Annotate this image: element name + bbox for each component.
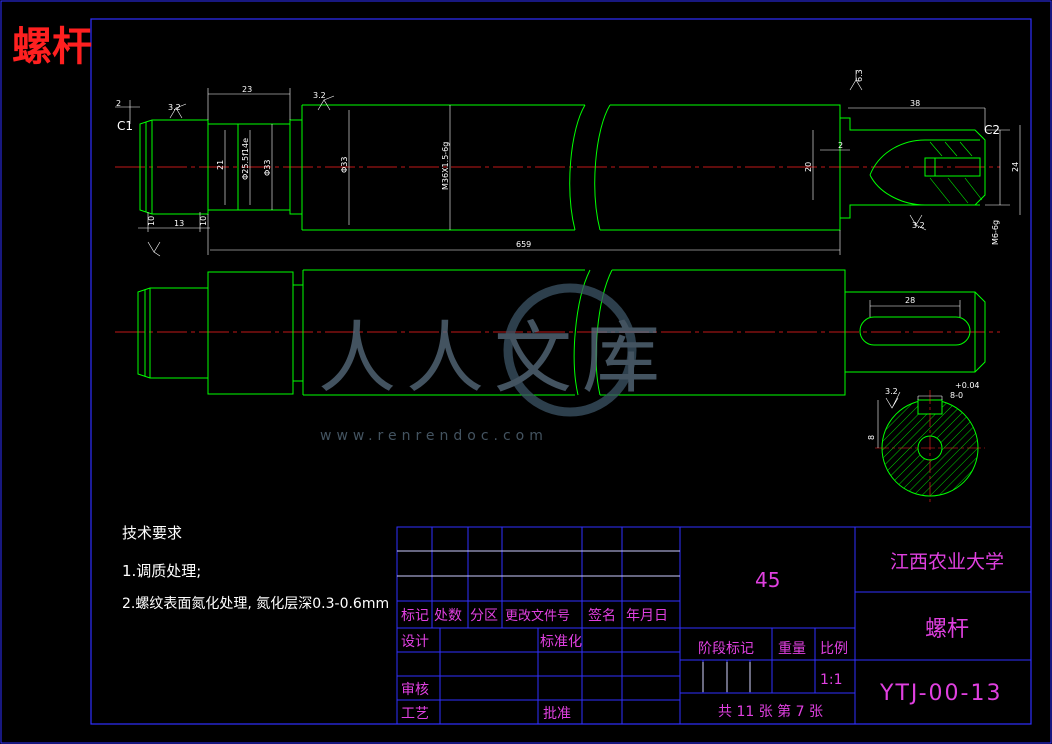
tb-col-nianyueri: 年月日 — [626, 608, 668, 624]
top-hatch — [929, 141, 983, 204]
section-view — [875, 390, 985, 505]
title-block-white-rules — [397, 550, 751, 692]
top-right-end — [840, 117, 986, 219]
sheet-title: 螺杆 — [12, 24, 92, 70]
dim-659: 659 — [516, 240, 531, 249]
dim-10-b: 10 — [199, 216, 208, 226]
top-shaft — [301, 104, 585, 231]
notes-heading: 技术要求 — [122, 524, 182, 542]
dim-m6: M6-6g — [991, 220, 1000, 245]
tb-jieduan: 阶段标记 — [698, 641, 754, 657]
tb-part-name: 螺杆 — [925, 617, 969, 642]
tb-pizhun: 批准 — [543, 706, 571, 722]
dim-20: 20 — [804, 162, 813, 172]
rough-3-2-c: 3.2 — [912, 221, 925, 230]
tb-sheji: 设计 — [401, 634, 429, 650]
dim-28: 28 — [905, 296, 915, 305]
watermark-url: www.renrendoc.com — [320, 428, 548, 444]
tb-col-biaoji: 标记 — [401, 608, 429, 624]
tol-lower: 8-0 — [950, 391, 963, 400]
tol-upper: +0.04 — [955, 381, 980, 390]
dim-13: 13 — [174, 219, 184, 228]
watermark: 人人文库 www.renrendoc.com — [318, 283, 670, 444]
tb-material: 45 — [755, 568, 780, 592]
dim-38: 38 — [910, 99, 920, 108]
tb-sheets: 共 11 张 第 7 张 — [718, 703, 823, 720]
tb-gongyi: 工艺 — [401, 706, 429, 722]
dim-23: 23 — [242, 85, 252, 94]
section-labels: 3.2 8 +0.04 8-0 — [867, 381, 980, 440]
rough-3-2-a: 3.2 — [168, 103, 181, 112]
title-block-text: 标记 处数 分区 更改文件号 签名 年月日 设计 标准化 审核 工艺 批准 45… — [401, 551, 1004, 722]
rough-3-2-b: 3.2 — [313, 91, 326, 100]
dim-c1: C1 — [117, 119, 133, 133]
tb-col-chushu: 处数 — [434, 608, 462, 624]
top-view — [115, 104, 1000, 231]
tb-shenhe: 审核 — [401, 682, 429, 698]
tb-zhongliang: 重量 — [778, 641, 806, 657]
tb-col-qianming: 签名 — [588, 607, 616, 624]
top-dim-labels: 23 2 C1 3.2 3.2 21 Φ25.5f14e Φ33 Φ33 M36… — [116, 69, 1020, 249]
dim-phi25: Φ25.5f14e — [241, 138, 250, 180]
dim-2-left: 2 — [116, 99, 121, 108]
notes-item2: 2.螺纹表面氮化处理, 氮化层深0.3-0.6mm — [122, 596, 389, 612]
tb-col-genggai: 更改文件号 — [505, 609, 570, 624]
watermark-text: 人人文库 — [318, 314, 670, 404]
tech-notes: 技术要求 1.调质处理; 2.螺纹表面氮化处理, 氮化层深0.3-0.6mm — [122, 524, 389, 612]
tb-school: 江西农业大学 — [890, 551, 1004, 573]
dim-24: 24 — [1011, 162, 1020, 172]
tb-bili: 比例 — [820, 641, 848, 657]
dim-2-right: 2 — [838, 141, 843, 150]
dim-phi33-b: Φ33 — [340, 157, 349, 173]
watermark-logo-ring — [503, 283, 637, 417]
dim-m36: M36X1.5-6g — [441, 142, 450, 190]
keyway-slot — [859, 316, 971, 346]
notes-item1: 1.调质处理; — [122, 562, 201, 580]
tb-col-fenqu: 分区 — [470, 608, 498, 624]
top-dimensions — [115, 70, 1021, 257]
dim-phi33-a: Φ33 — [263, 160, 272, 176]
bottom-left-end — [137, 287, 209, 379]
dim-c2: C2 — [984, 123, 1000, 137]
dim-21: 21 — [216, 160, 225, 170]
rough-3-2-d: 3.2 — [885, 387, 898, 396]
dim-10-a: 10 — [147, 216, 156, 226]
dim-8: 8 — [867, 435, 876, 440]
rough-6-3-top: 6.3 — [855, 69, 864, 82]
tb-drawing-no: YTJ-00-13 — [879, 681, 1002, 706]
title-block — [396, 526, 1032, 725]
tb-biaozhunhua: 标准化 — [540, 634, 582, 650]
bottom-dims — [869, 300, 961, 317]
tb-scale: 1:1 — [820, 672, 843, 688]
